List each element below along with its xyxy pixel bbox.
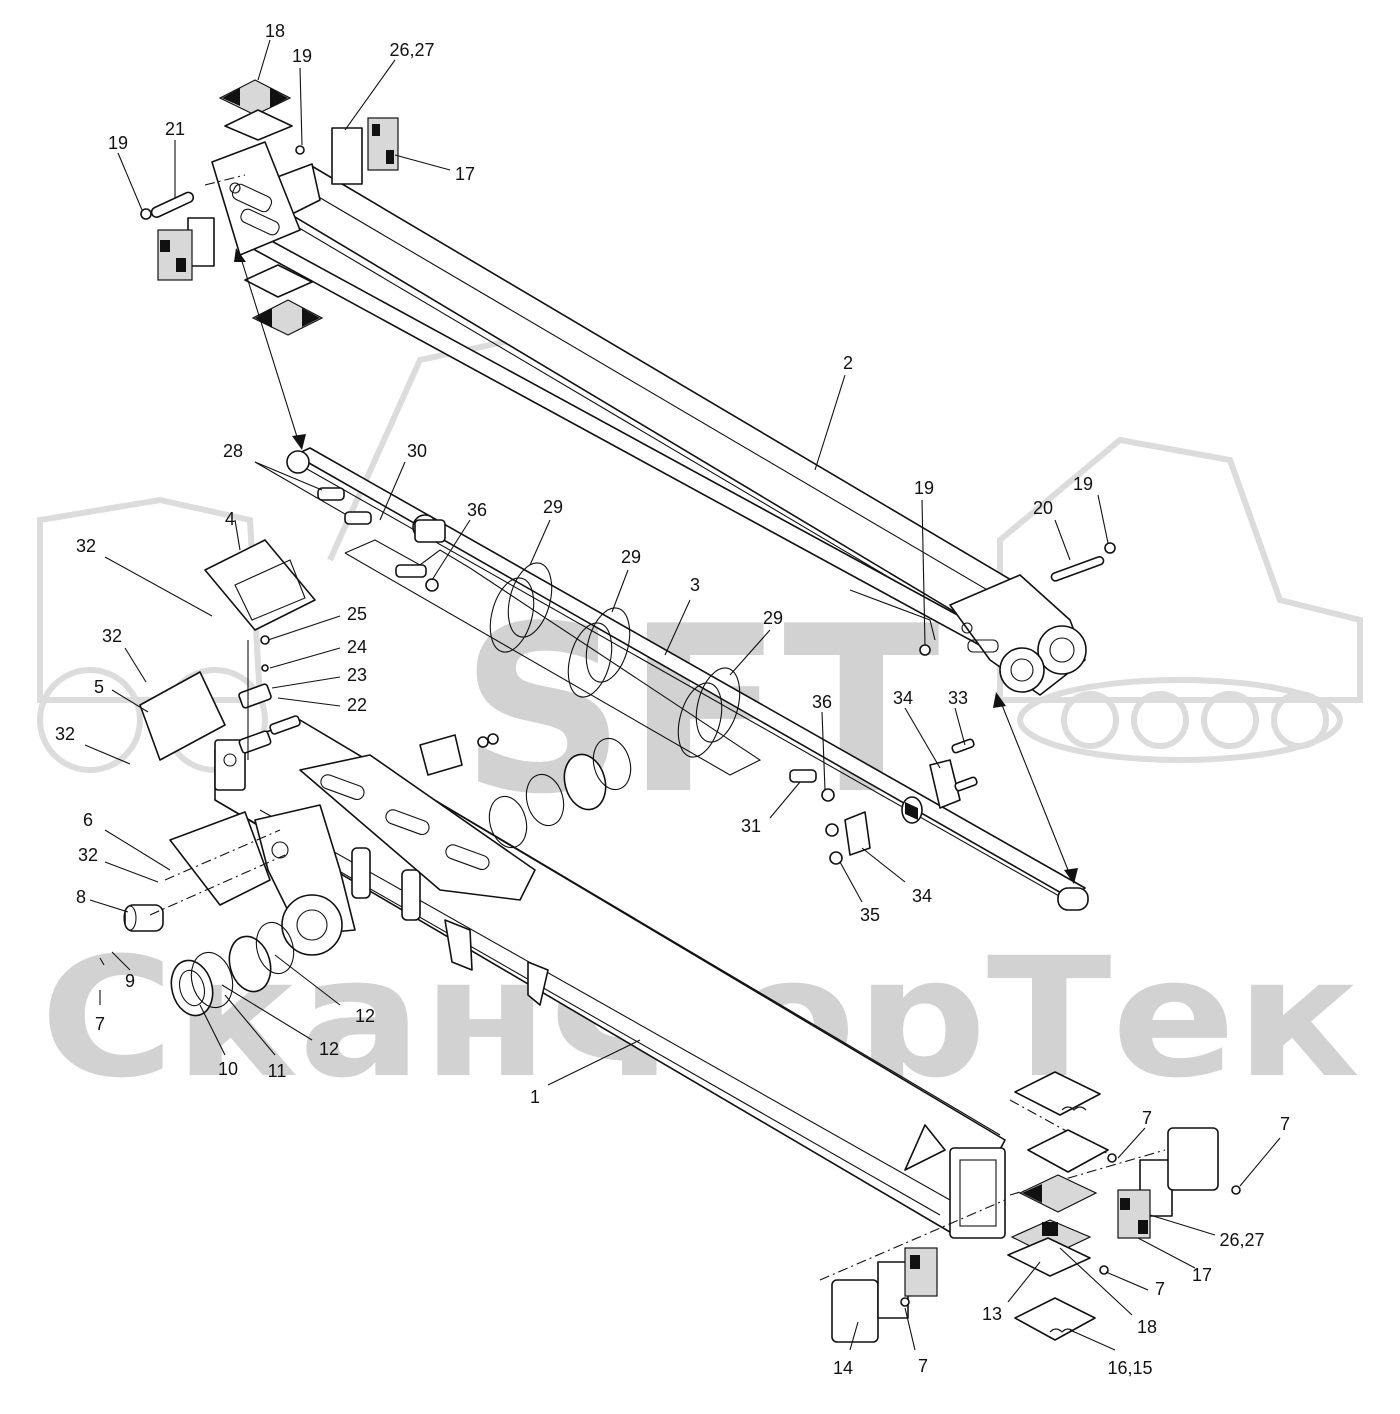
watermark: SFT СканФорТек: [37, 326, 1363, 1114]
callout-label: 18: [1137, 1317, 1157, 1337]
callout-label: 12: [319, 1039, 339, 1059]
callout-label: 8: [76, 887, 86, 907]
callout-label: 4: [225, 509, 235, 529]
seal-rings-part: [489, 562, 741, 758]
valve-block-part: [317, 487, 835, 802]
callout-label: 2: [843, 353, 853, 373]
callout-label: 13: [982, 1304, 1002, 1324]
callout-label: 7: [1142, 1108, 1152, 1128]
callout-label: 25: [347, 604, 367, 624]
callout-label: 30: [407, 441, 427, 461]
callout-label: 26,27: [389, 40, 434, 60]
callout-label: 36: [812, 692, 832, 712]
callout-label: 7: [95, 1014, 105, 1034]
callout-label: 11: [268, 1061, 287, 1081]
bushing-rings-part: [170, 737, 632, 1017]
callout-label: 31: [741, 816, 761, 836]
callout-label: 19: [914, 478, 934, 498]
callout-label: 7: [1280, 1114, 1290, 1134]
callout-label: 32: [76, 536, 96, 556]
callout-label: 1: [530, 1087, 540, 1107]
callout-label: 14: [833, 1358, 853, 1378]
callout-label: 7: [918, 1356, 928, 1376]
callout-label: 22: [347, 695, 367, 715]
callout-label: 29: [543, 497, 563, 517]
callout-label: 35: [860, 905, 880, 925]
callout-label: 29: [763, 608, 783, 628]
cylinder-part: [286, 447, 1089, 911]
watermark-logo: SFT: [460, 578, 940, 845]
callout-label: 36: [467, 500, 487, 520]
callout-label: 5: [94, 677, 104, 697]
callout-label: 32: [102, 626, 122, 646]
callout-label: 6: [83, 810, 93, 830]
callout-label: 12: [355, 1006, 375, 1026]
assembly-arrows: [234, 248, 1078, 884]
callout-label: 17: [455, 164, 475, 184]
callout-label: 28: [223, 441, 243, 461]
cable-guide-outline: [344, 539, 762, 776]
cover-plates-part: [123, 539, 316, 932]
callout-label: 16,15: [1107, 1358, 1152, 1378]
callout-label: 9: [125, 971, 135, 991]
callout-label: 19: [1073, 474, 1093, 494]
callout-label: 19: [292, 46, 312, 66]
callout-label: 32: [78, 845, 98, 865]
clamp-part: [825, 738, 978, 865]
callout-label: 26,27: [1219, 1230, 1264, 1250]
callout-label: 18: [265, 21, 285, 41]
callout-label: 24: [347, 637, 367, 657]
callout-label: 33: [948, 688, 968, 708]
callout-label: 32: [55, 724, 75, 744]
wear-pads-bottom: [831, 1071, 1241, 1343]
leader-lines: [84, 39, 1281, 1351]
callout-label: 19: [108, 133, 128, 153]
main-boom-part: [214, 719, 1006, 1239]
callout-label: 34: [912, 886, 932, 906]
callout-label: 34: [893, 688, 913, 708]
callout-label: 7: [1155, 1279, 1165, 1299]
callout-label: 20: [1033, 498, 1053, 518]
callout-label: 23: [347, 665, 367, 685]
callout-label: 29: [621, 547, 641, 567]
callout-label: 3: [690, 575, 700, 595]
upper-boom-part: [211, 141, 1087, 696]
wear-pads-top: [140, 79, 1116, 656]
callout-label: 17: [1192, 1265, 1212, 1285]
callout-label: 21: [165, 119, 185, 139]
callout-label: 10: [218, 1059, 238, 1079]
